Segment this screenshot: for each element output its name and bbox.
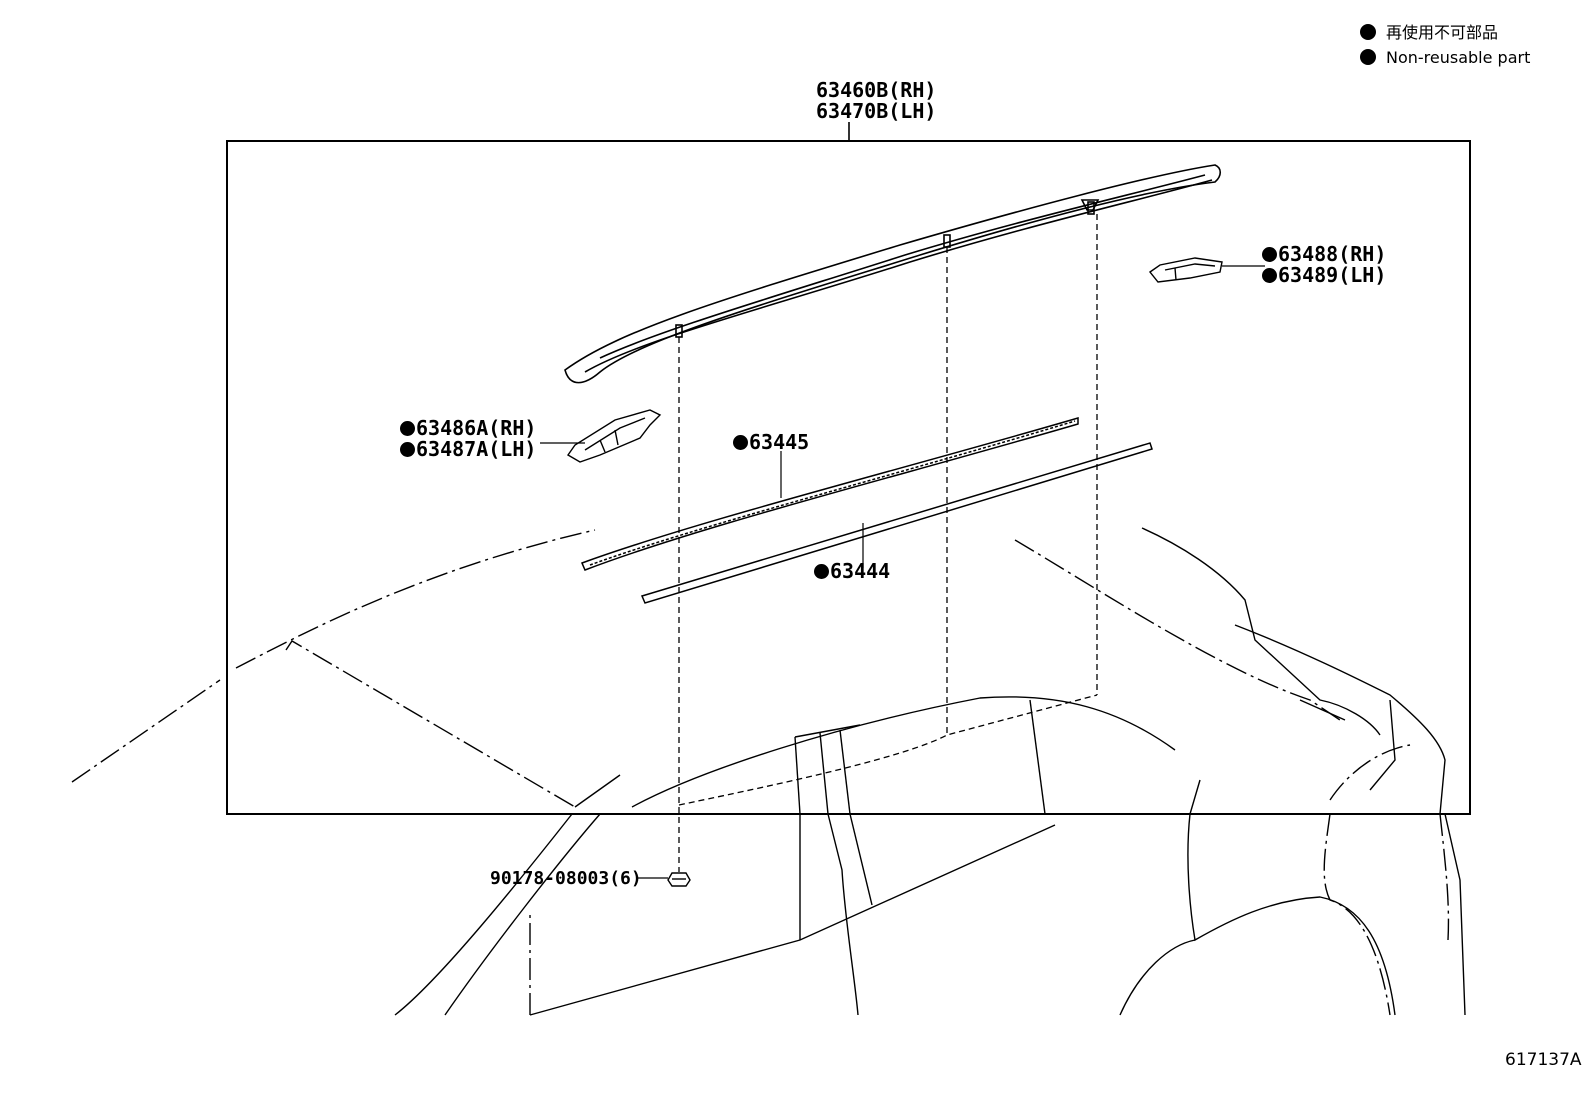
non-reusable-dot-icon <box>1262 268 1277 283</box>
callout-gasket-upper-text: 63445 <box>749 430 810 454</box>
callout-rear-cover-rh[interactable]: 63488(RH) <box>1262 244 1386 265</box>
legend-row-en: Non-reusable part <box>1360 45 1530 70</box>
callout-rear-cover-lh[interactable]: 63489(LH) <box>1262 265 1386 286</box>
installation-guide-lines <box>678 214 1098 872</box>
gasket-lower <box>640 442 1153 604</box>
callout-clip[interactable]: 90178-08003(6) <box>490 868 642 889</box>
vehicle-body-outline <box>71 527 1466 1016</box>
callout-gasket-lower[interactable]: 63444 <box>814 561 890 582</box>
clip-part <box>667 872 691 887</box>
callout-gasket-lower-text: 63444 <box>830 559 891 583</box>
legend: 再使用不可部品 Non-reusable part <box>1360 20 1530 70</box>
non-reusable-dot-icon <box>814 564 829 579</box>
callout-gasket-upper[interactable]: 63445 <box>733 432 809 453</box>
filled-circle-icon <box>1360 24 1376 40</box>
callout-front-cover-lh[interactable]: 63487A(LH) <box>400 439 536 460</box>
legend-text-en: Non-reusable part <box>1386 48 1531 67</box>
callout-rear-cover-rh-text: 63488(RH) <box>1278 242 1387 266</box>
callout-front-cover-rh-text: 63486A(RH) <box>416 416 537 440</box>
non-reusable-dot-icon <box>1262 247 1277 262</box>
callout-rear-cover-lh-text: 63489(LH) <box>1278 263 1387 287</box>
legend-text-jp: 再使用不可部品 <box>1386 23 1499 42</box>
gasket-upper <box>580 416 1079 571</box>
callout-front-cover-rh[interactable]: 63486A(RH) <box>400 418 536 439</box>
filled-circle-icon <box>1360 49 1376 65</box>
non-reusable-dot-icon <box>400 421 415 436</box>
non-reusable-dot-icon <box>733 435 748 450</box>
callout-rail-rh[interactable]: 63460B(RH) <box>816 78 937 102</box>
callout-rail-lh[interactable]: 63470B(LH) <box>816 99 937 123</box>
figure-id: 617137A <box>1505 1050 1582 1070</box>
roof-rail <box>564 164 1222 384</box>
non-reusable-dot-icon <box>400 442 415 457</box>
legend-row-jp: 再使用不可部品 <box>1360 20 1530 45</box>
front-cover-part <box>566 409 662 463</box>
callout-front-cover-lh-text: 63487A(LH) <box>416 437 537 461</box>
rear-cover-part <box>1148 257 1223 283</box>
